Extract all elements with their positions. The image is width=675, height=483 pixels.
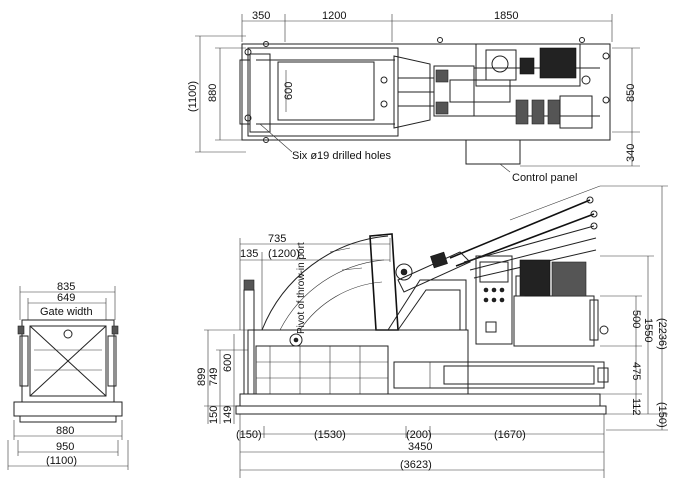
side-dim-3450: 3450 [408, 441, 432, 453]
side-dim-899: 899 [196, 368, 208, 386]
side-dim-600: 600 [222, 354, 234, 372]
top-dim-880: 880 [207, 84, 219, 102]
side-dim-150: 150 [208, 406, 220, 424]
top-dim-340: 340 [625, 144, 637, 162]
side-dim-500: 500 [630, 310, 642, 328]
side-dim-475: 475 [630, 362, 642, 380]
side-dim-135: 135 [240, 248, 258, 260]
side-dim-2236: (2236) [656, 318, 668, 350]
side-dim-3623: (3623) [400, 459, 432, 471]
top-dim-1200: 1200 [322, 10, 346, 22]
callout-drilled-holes: Six ø19 drilled holes [292, 150, 392, 162]
side-view: 735 135 (1200) Pivot of throw-in port [196, 185, 668, 478]
end-dim-835: 835 [57, 281, 75, 293]
top-view: 350 1200 1850 (1100) 880 600 [187, 10, 640, 184]
top-dim-600: 600 [283, 82, 295, 100]
end-dim-1100: (1100) [46, 455, 77, 467]
top-dim-1850: 1850 [494, 10, 518, 22]
end-gate-width-label: Gate width [40, 306, 93, 318]
top-dim-850: 850 [625, 84, 637, 102]
side-dim-150r: (150) [656, 402, 668, 428]
side-dim-b1670: (1670) [494, 429, 526, 441]
side-dim-b1530: (1530) [314, 429, 346, 441]
side-dim-735: 735 [268, 233, 286, 245]
top-dim-350: 350 [252, 10, 270, 22]
side-dim-1550: 1550 [642, 318, 654, 342]
side-dim-749: 749 [208, 368, 220, 386]
side-dim-112: 112 [630, 398, 642, 416]
end-view: 835 649 Gate width 880 950 (1100) [7, 281, 129, 470]
end-dim-880: 880 [56, 425, 74, 437]
end-dim-649: 649 [57, 292, 75, 304]
side-dim-b200: (200) [406, 429, 432, 441]
end-dim-950: 950 [56, 441, 74, 453]
callout-control-panel: Control panel [512, 172, 577, 184]
top-dim-1100: (1100) [187, 81, 199, 112]
side-dim-b150: (150) [236, 429, 262, 441]
side-dim-1200: (1200) [268, 248, 300, 260]
pivot-label: Pivot of throw-in port [296, 242, 307, 334]
side-dim-149: 149 [222, 406, 234, 424]
